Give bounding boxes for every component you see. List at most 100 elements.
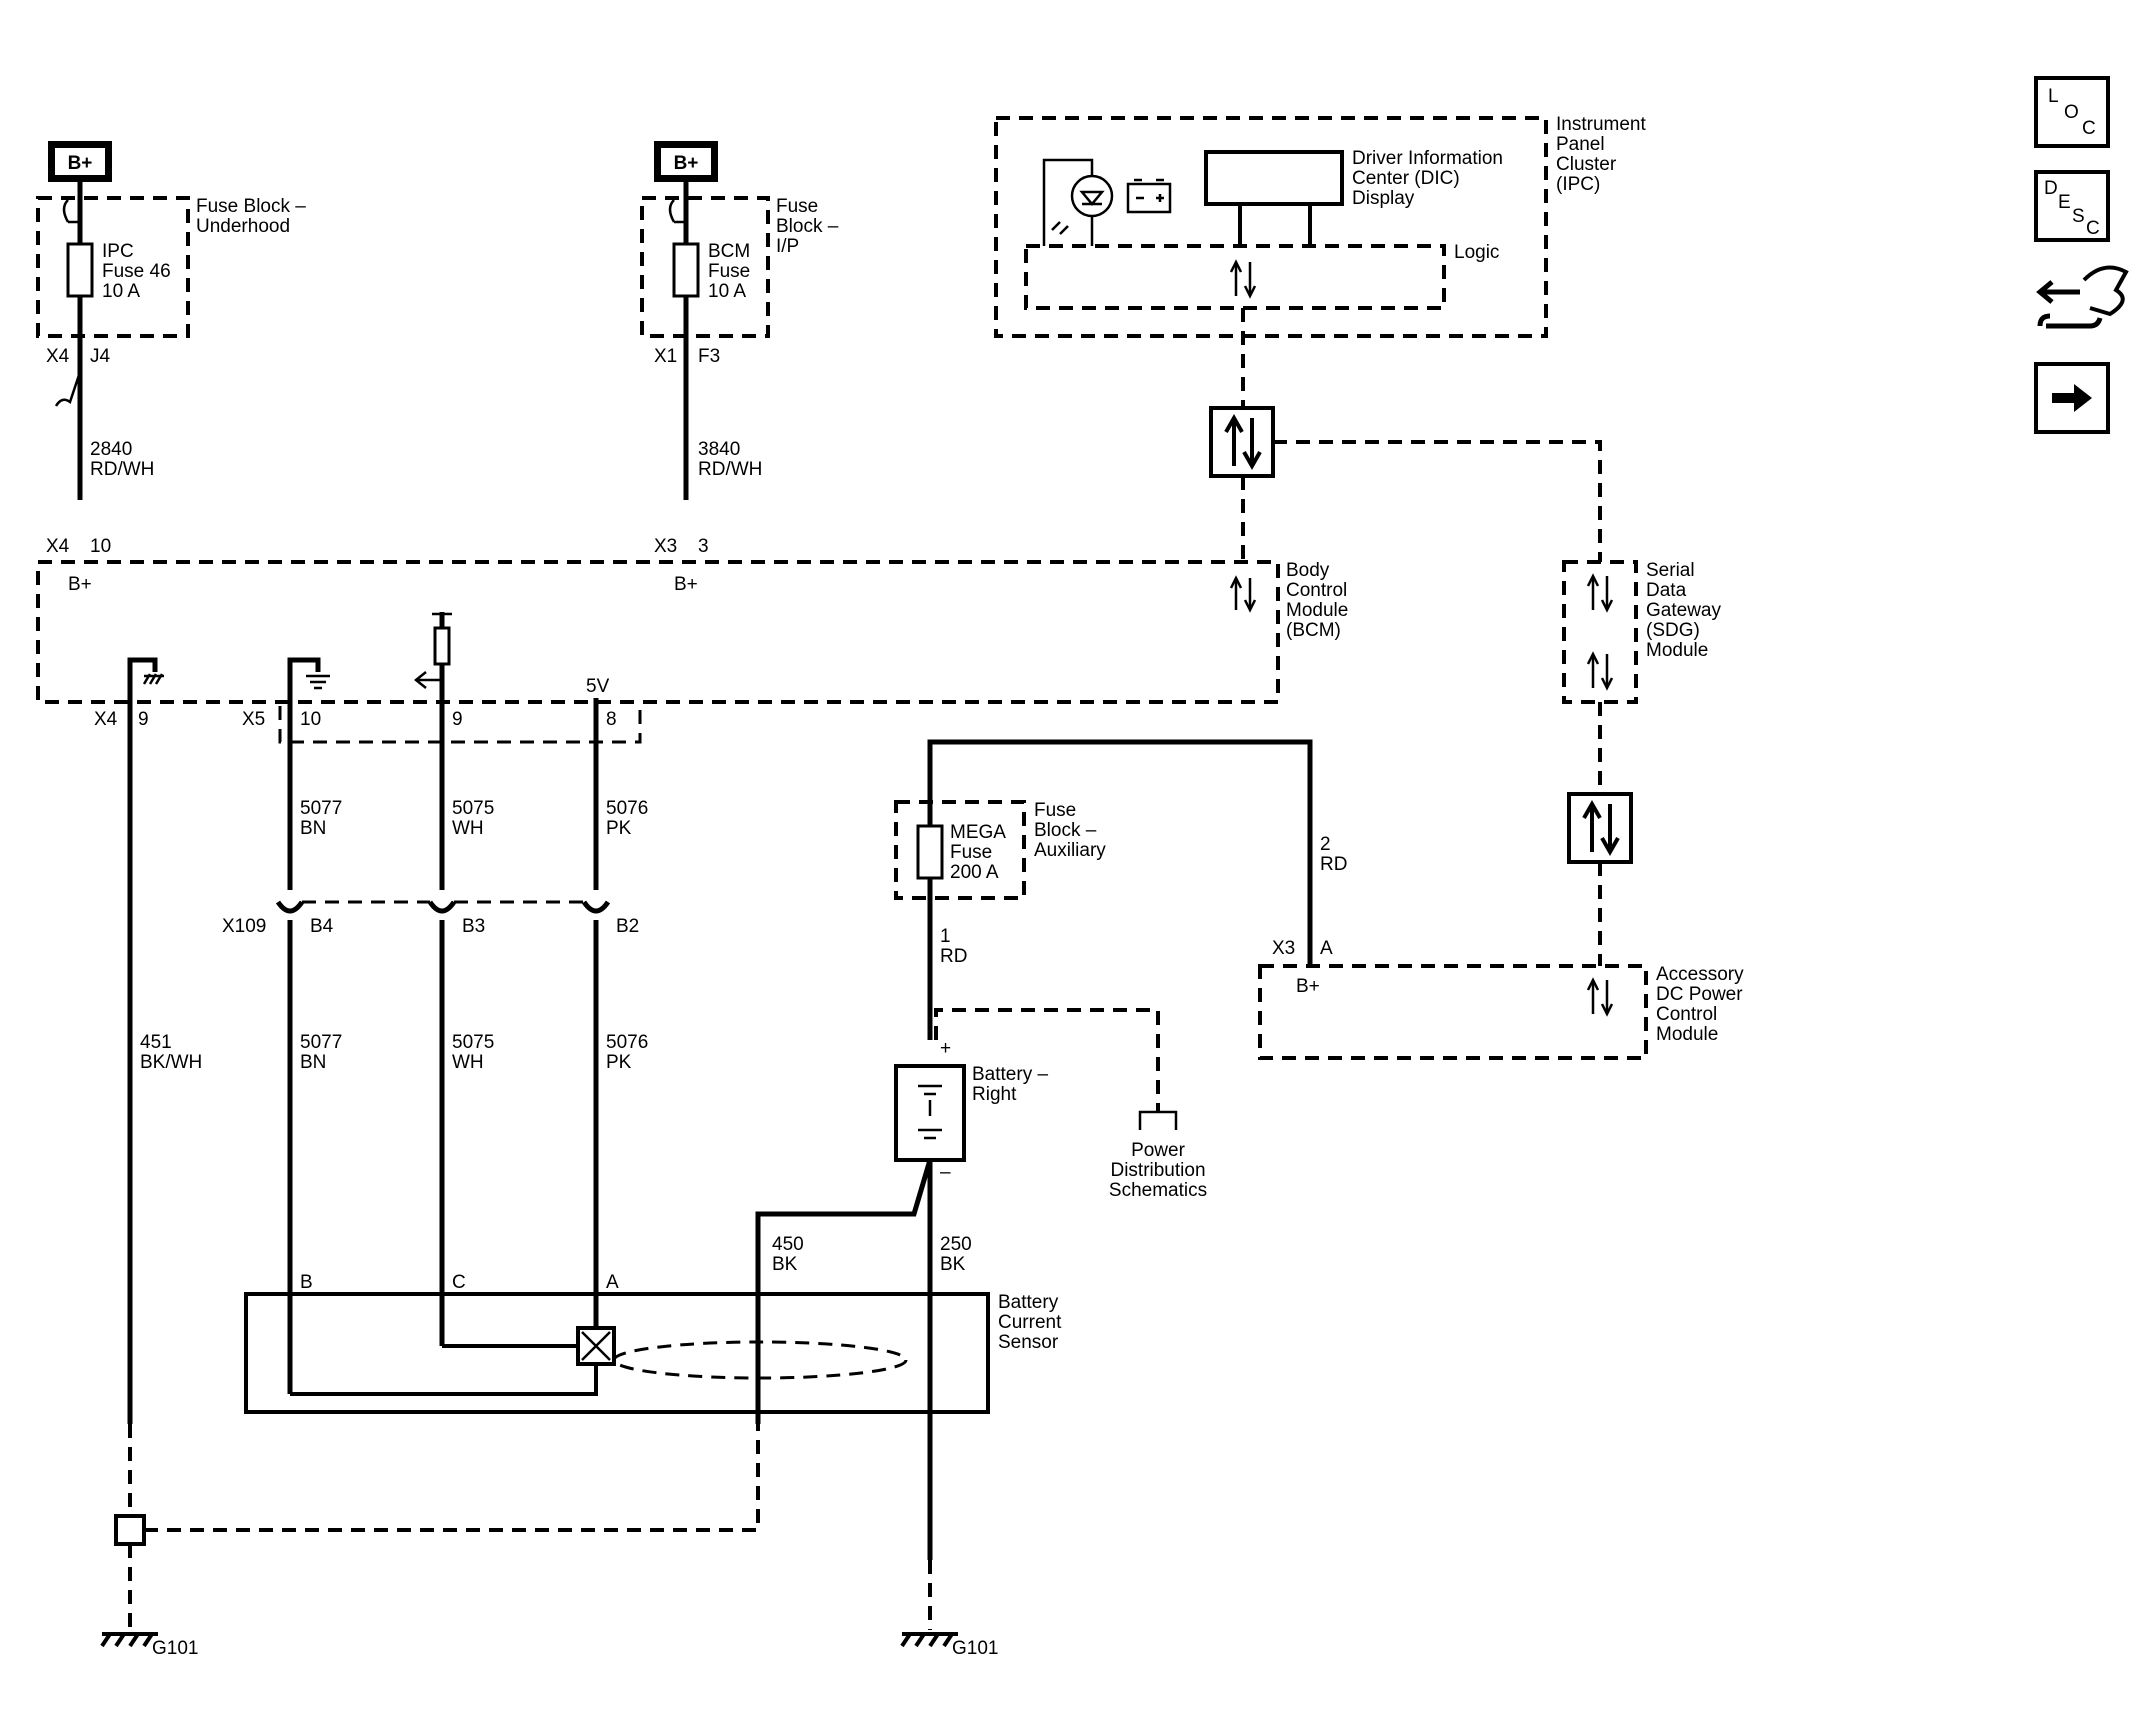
svg-text:DC Power: DC Power [1656,984,1743,1005]
svg-text:(IPC): (IPC) [1556,174,1600,195]
svg-text:Fuse Block –: Fuse Block – [196,196,306,217]
bplus-source-underhood: B+ [48,141,112,182]
body-control-module: X4 10 X3 3 B+ B+ Body Control Module (BC… [36,536,1348,744]
svg-text:RD: RD [940,946,967,967]
svg-text:G101: G101 [152,1638,198,1659]
power-distribution-schematics-link[interactable]: Power Distribution Schematics [1109,1140,1207,1201]
svg-text:X4: X4 [46,536,70,557]
svg-text:Schematics: Schematics [1109,1180,1207,1201]
svg-text:451: 451 [140,1032,172,1053]
svg-text:X4: X4 [46,346,70,367]
svg-text:B+: B+ [674,153,699,174]
svg-text:J4: J4 [90,346,111,367]
svg-text:Fuse 46: Fuse 46 [102,261,171,282]
svg-text:5V: 5V [586,676,610,697]
svg-text:MEGA: MEGA [950,822,1006,843]
svg-text:B+: B+ [68,574,92,595]
fuse-block-auxiliary: Fuse Block – Auxiliary MEGA Fuse 200 A [894,739,1313,1040]
wire-label-5076-upper: 5076 PK [606,798,648,839]
svg-text:Module: Module [1656,1024,1718,1045]
svg-text:5076: 5076 [606,1032,648,1053]
sdg-upper-arrows-icon [1586,573,1614,613]
svg-text:Driver Information: Driver Information [1352,148,1503,169]
svg-text:X3: X3 [1272,938,1295,959]
svg-text:RD/WH: RD/WH [90,459,154,480]
inline-connector-x109: X109 B4 B3 B2 [222,740,639,1394]
svg-text:BCM: BCM [708,241,750,262]
svg-text:Block –: Block – [776,216,839,237]
svg-text:G101: G101 [952,1638,998,1659]
svg-text:Sensor: Sensor [998,1332,1059,1353]
accessory-serial-arrows-icon [1586,977,1614,1017]
ground-circuit [114,720,933,1630]
svg-text:Panel: Panel [1556,134,1605,155]
svg-text:BN: BN [300,818,326,839]
wire-label-5075-upper: 5075 WH [452,798,494,839]
svg-text:F3: F3 [698,346,720,367]
svg-text:D: D [2044,178,2058,199]
svg-text:Battery –: Battery – [972,1064,1048,1085]
svg-text:3840: 3840 [698,439,740,460]
svg-text:S: S [2072,206,2085,227]
svg-text:B+: B+ [1296,976,1320,997]
svg-text:(SDG): (SDG) [1646,620,1700,641]
sdg-lower-arrows-icon [1586,651,1614,691]
ground-g101-left: G101 [100,1632,198,1659]
wire-label-5077-upper: 5077 BN [300,798,342,839]
svg-text:IPC: IPC [102,241,134,262]
svg-text:Power: Power [1131,1140,1186,1161]
svg-text:10: 10 [300,709,321,730]
svg-text:B2: B2 [616,916,639,937]
svg-text:A: A [606,1272,619,1293]
svg-text:E: E [2058,192,2071,213]
svg-text:250: 250 [940,1234,972,1255]
svg-text:Distribution: Distribution [1110,1160,1205,1181]
wire-label-2: 2 RD [1320,834,1347,875]
battery-right: Battery – Right + – [894,1008,1178,1183]
svg-text:–: – [940,1162,951,1183]
wire-label-451: 451 BK/WH [140,1032,202,1073]
svg-text:B4: B4 [310,916,334,937]
repair-procedure-icon[interactable] [2036,265,2129,329]
svg-text:Instrument: Instrument [1556,114,1646,135]
svg-text:Display: Display [1352,188,1415,209]
svg-text:Body: Body [1286,560,1330,581]
svg-text:Underhood: Underhood [196,216,290,237]
wire-label-1: 1 RD [940,926,967,967]
wire-label-5076-lower: 5076 PK [606,1032,648,1073]
svg-text:5075: 5075 [452,798,494,819]
svg-text:WH: WH [452,818,484,839]
serial-data-gateway-module: Serial Data Gateway (SDG) Module [1562,560,1721,704]
svg-text:10: 10 [90,536,111,557]
svg-text:X109: X109 [222,916,266,937]
svg-text:Control: Control [1286,580,1347,601]
svg-text:Module: Module [1646,640,1708,661]
svg-text:450: 450 [772,1234,804,1255]
svg-text:9: 9 [138,709,149,730]
svg-text:200 A: 200 A [950,862,999,883]
svg-text:Fuse: Fuse [1034,800,1076,821]
serial-data-arrows-icon [1224,413,1262,471]
svg-text:9: 9 [452,709,463,730]
location-view-icon[interactable]: L O C [2034,76,2110,148]
svg-text:5077: 5077 [300,1032,342,1053]
next-page-icon[interactable] [2034,362,2110,434]
svg-text:BK: BK [772,1254,798,1275]
wire-label-5077-lower: 5077 BN [300,1032,342,1073]
wire-label-3840: 3840 RD/WH [698,439,762,480]
svg-text:Accessory: Accessory [1656,964,1744,985]
svg-text:+: + [940,1038,951,1059]
svg-text:C: C [2082,118,2096,139]
svg-text:B+: B+ [68,153,93,174]
description-view-icon[interactable]: D E S C [2034,170,2110,242]
svg-text:Module: Module [1286,600,1348,621]
svg-text:RD/WH: RD/WH [698,459,762,480]
bplus-source-ip: B+ [654,141,718,182]
svg-text:Block –: Block – [1034,820,1097,841]
svg-text:PK: PK [606,818,632,839]
instrument-panel-cluster: Instrument Panel Cluster (IPC) Driver In… [994,114,1646,338]
svg-text:Right: Right [972,1084,1017,1105]
svg-text:Fuse: Fuse [776,196,818,217]
svg-text:Serial: Serial [1646,560,1695,581]
svg-text:Fuse: Fuse [950,842,992,863]
